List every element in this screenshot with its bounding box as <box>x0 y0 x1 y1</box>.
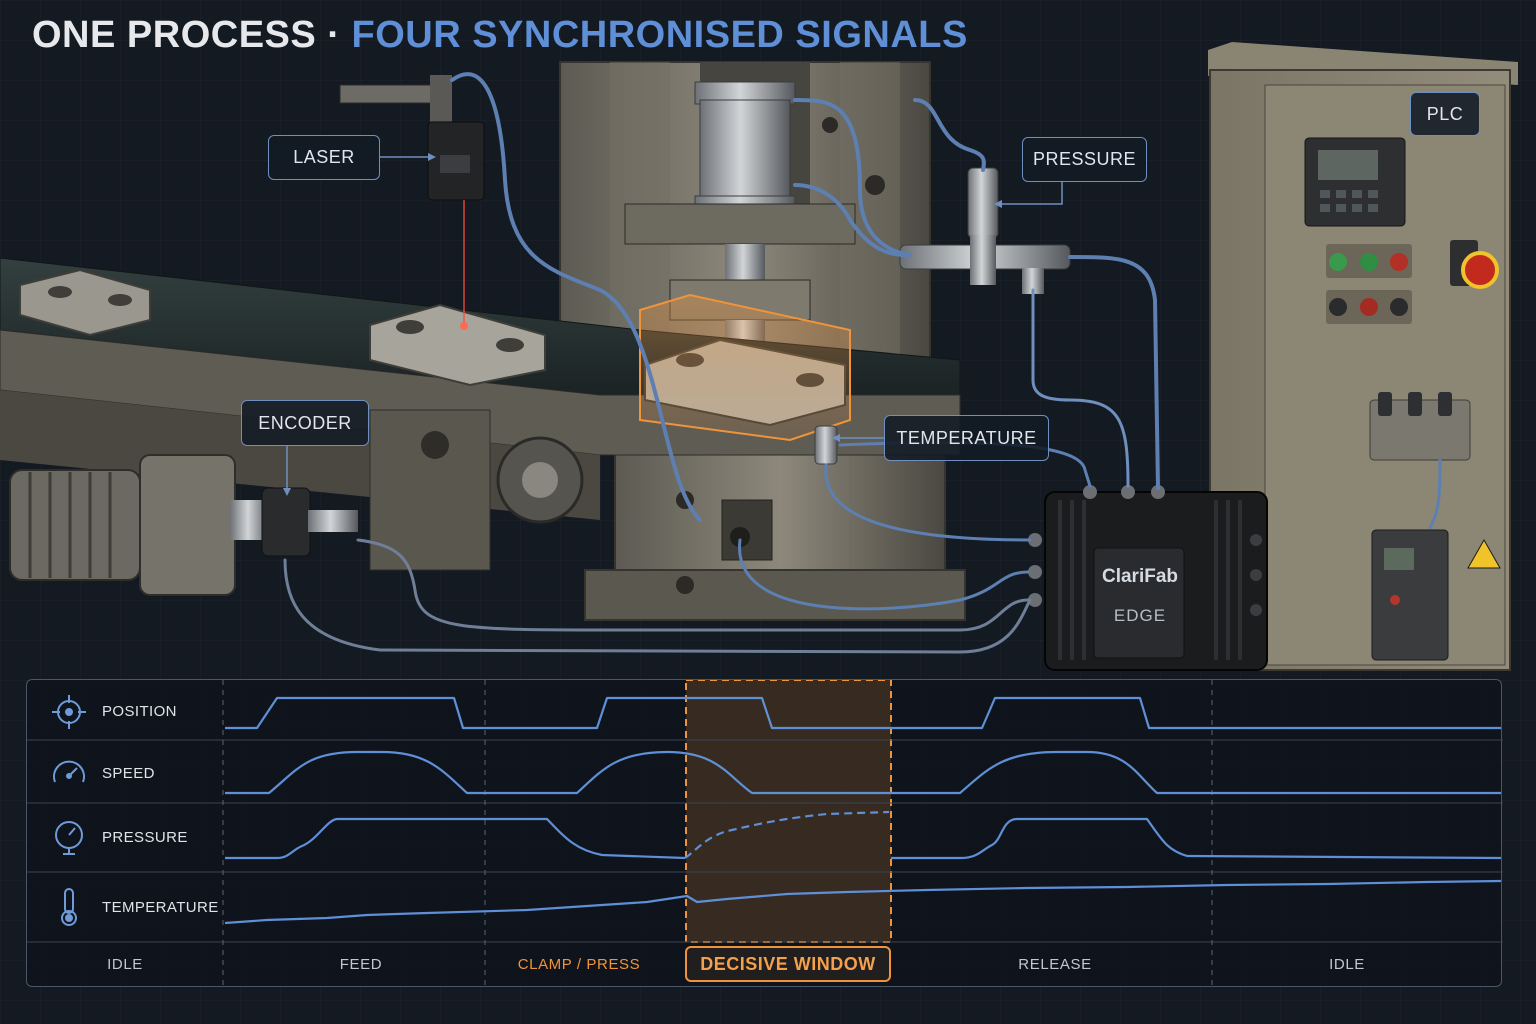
speed-trace <box>225 750 1501 795</box>
edge-model-label: EDGE <box>1113 606 1167 625</box>
page-title: ONE PROCESS · FOUR SYNCHRONISED SIGNALS <box>32 14 968 57</box>
gauge-icon <box>53 760 85 783</box>
position-trace <box>225 696 1501 730</box>
row-label-speed: SPEED <box>102 765 155 782</box>
phase-clamp-press: CLAMP / PRESS <box>517 956 641 973</box>
callout-temperature: TEMPERATURE <box>884 415 1049 461</box>
laser-sensor <box>339 75 485 330</box>
title-part-2: FOUR SYNCHRONISED SIGNALS <box>351 14 968 56</box>
edge-device <box>1028 485 1268 671</box>
crosshair-icon <box>52 695 86 729</box>
clamp-zone-highlight <box>639 293 851 442</box>
callout-encoder: ENCODER <box>241 400 369 446</box>
signal-cables <box>283 72 1442 654</box>
title-part-1: ONE PROCESS · <box>32 14 352 56</box>
hydraulic-cylinder <box>624 81 856 370</box>
signal-timeline: POSITION SPEED PRESSURE TEMPERATURE IDLE… <box>26 679 1503 988</box>
callout-leaders <box>286 156 1063 488</box>
decisive-window-band <box>685 680 892 943</box>
phase-feed: FEED <box>339 956 383 973</box>
plc-cabinet <box>1208 42 1518 671</box>
pressure-gauge-icon <box>55 821 83 855</box>
motor <box>9 454 358 596</box>
row-icons <box>52 695 86 926</box>
pressure-transducer <box>899 167 1071 294</box>
callout-laser: LASER <box>268 135 380 180</box>
phase-decisive-window: DECISIVE WINDOW <box>685 946 891 982</box>
row-label-temperature: TEMPERATURE <box>102 899 219 916</box>
pressure-trace-dashed <box>684 810 890 859</box>
callout-pressure: PRESSURE <box>1022 137 1147 182</box>
row-label-position: POSITION <box>102 703 177 720</box>
timeline-chart <box>27 680 1503 988</box>
pressure-trace-b <box>891 817 1502 860</box>
signal-traces <box>224 696 1502 925</box>
phase-release: RELEASE <box>1018 956 1092 973</box>
edge-brand-label: ClariFab <box>1101 566 1179 587</box>
row-label-pressure: PRESSURE <box>102 829 188 846</box>
callout-plc: PLC <box>1410 92 1480 136</box>
phase-idle-end: IDLE <box>1329 956 1365 973</box>
machine-scene <box>0 42 1518 671</box>
phase-separators <box>222 680 1213 988</box>
row-separators <box>27 739 1503 943</box>
thermometer-icon <box>61 888 77 926</box>
phase-idle-start: IDLE <box>107 956 143 973</box>
temperature-sensor <box>814 425 838 465</box>
pressure-trace-a <box>225 817 686 860</box>
temperature-trace <box>224 879 1502 925</box>
